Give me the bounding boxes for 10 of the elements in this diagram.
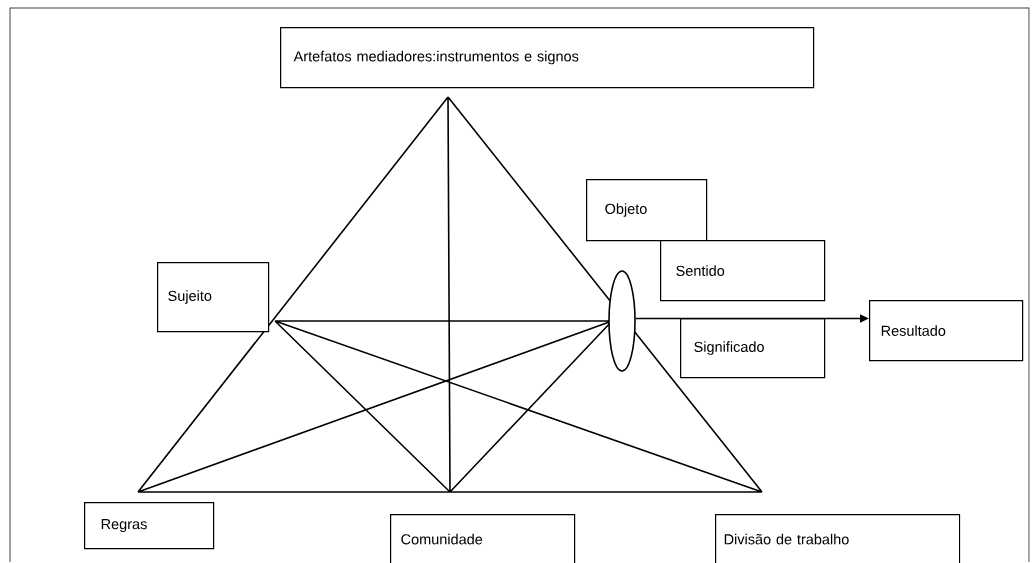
label-box: Sentido [660, 240, 826, 302]
ellipse-shape [608, 270, 636, 372]
label-box: Resultado [869, 300, 1024, 362]
label-box: Sujeito [157, 262, 270, 333]
label-box: Significado [680, 318, 826, 379]
label-box: Regras [84, 502, 215, 550]
label-box: Objeto [586, 179, 708, 242]
label-box: Artefatos mediadores:instrumentos e signos [280, 27, 815, 89]
label-box: Divisão de trabalho [715, 514, 961, 563]
label-box: Comunidade [390, 514, 576, 563]
